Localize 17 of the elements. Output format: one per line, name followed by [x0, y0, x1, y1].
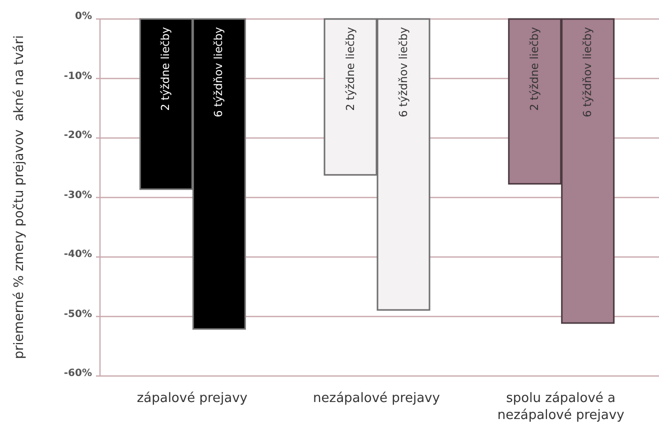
- series-label: 2 týždne liečby: [342, 27, 358, 111]
- tick-label: -20%: [62, 130, 92, 141]
- series-label: 6 týždňov liečby: [211, 27, 226, 118]
- tick-label: -60%: [62, 368, 92, 379]
- tick-label: 0%: [74, 11, 92, 22]
- axis-title: priemerné % zmery počtu prejavov akné na tvári: [12, 34, 27, 361]
- series-label: 6 týždňov liečby: [580, 27, 595, 118]
- tick-label: -10%: [62, 70, 92, 82]
- tick-label: -40%: [62, 249, 92, 260]
- tick-label: -50%: [62, 308, 92, 320]
- tick-label: -30%: [62, 190, 92, 200]
- category-label: zápalové prejavy: [136, 390, 248, 407]
- category-label: spolu zápalové a nezápalové prejavy: [496, 390, 626, 424]
- series-label: 6 týždňov liečby: [396, 27, 410, 118]
- category-label: nezápalové prejavy: [312, 390, 441, 407]
- series-label: 2 týždne liečby: [158, 27, 174, 111]
- series-label: 2 týždne liečby: [526, 27, 542, 111]
